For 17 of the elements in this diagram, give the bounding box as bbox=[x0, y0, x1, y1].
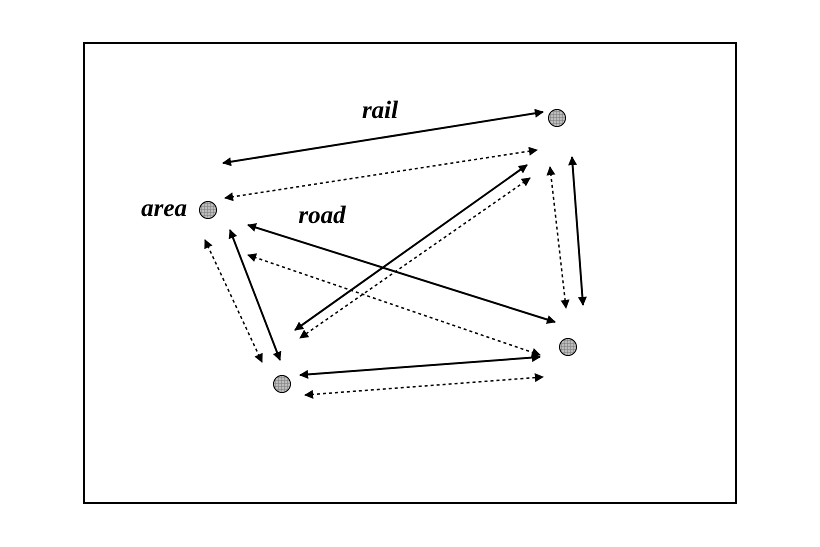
double-arrow bbox=[304, 373, 544, 399]
double-arrow bbox=[228, 229, 282, 361]
double-arrow bbox=[222, 108, 544, 166]
node-caption: area bbox=[141, 196, 187, 221]
location-dot bbox=[199, 201, 217, 219]
double-arrow bbox=[224, 146, 538, 202]
double-arrow bbox=[204, 239, 263, 363]
double-arrow bbox=[247, 223, 556, 324]
double-arrow bbox=[568, 156, 587, 306]
double-arrow bbox=[247, 253, 541, 357]
double-arrow bbox=[299, 353, 541, 379]
location-dot bbox=[559, 338, 577, 356]
double-arrow bbox=[546, 166, 570, 309]
edge-label: rail bbox=[362, 98, 398, 123]
location-dot bbox=[273, 375, 291, 393]
edge-label: road bbox=[298, 203, 346, 228]
location-dot bbox=[548, 109, 566, 127]
